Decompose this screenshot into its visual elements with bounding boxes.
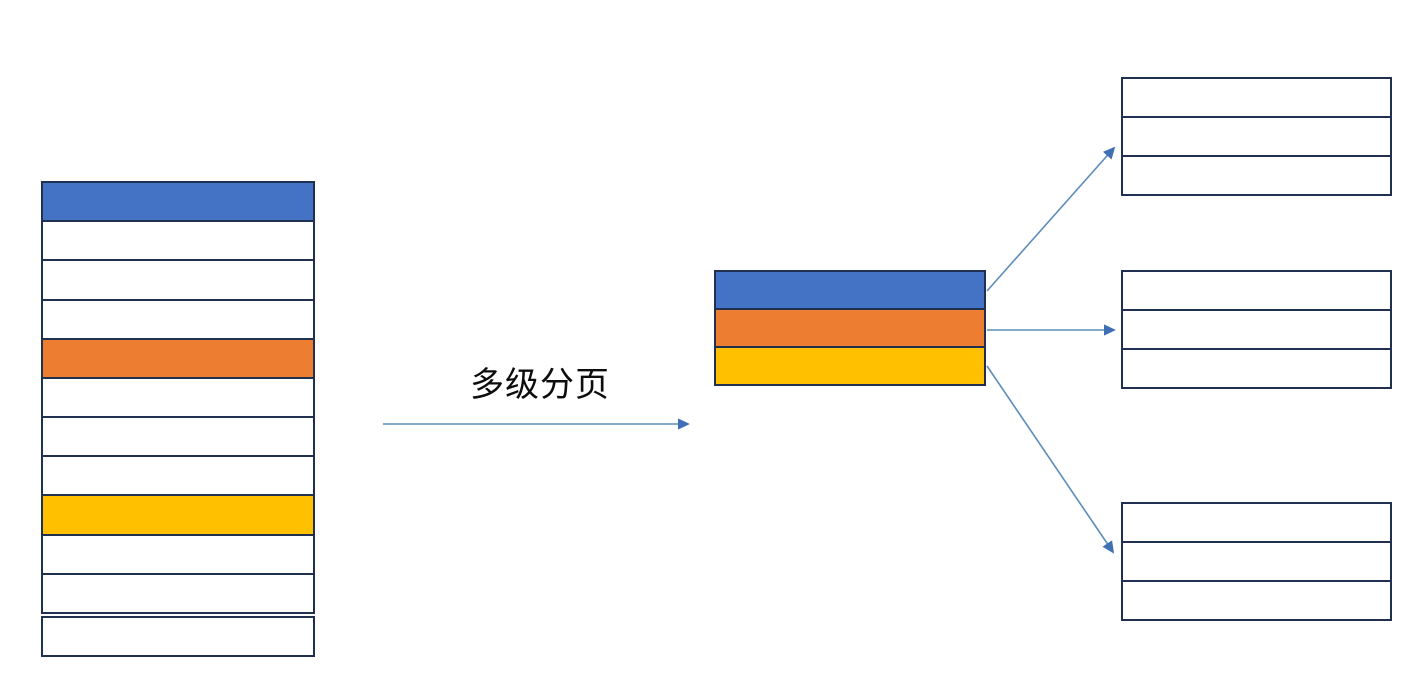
source-row-5[interactable] xyxy=(41,337,315,379)
branch-arrow-top xyxy=(986,146,1116,292)
leaf-page-3 xyxy=(1121,502,1392,621)
flat-page-list xyxy=(41,181,315,658)
branch-arrow-bottom xyxy=(986,365,1115,554)
source-row-9[interactable] xyxy=(41,494,315,536)
source-row-10[interactable] xyxy=(41,533,315,575)
leaf-page-1 xyxy=(1121,77,1392,196)
index-row-2[interactable] xyxy=(714,308,986,348)
source-row-7[interactable] xyxy=(41,416,315,458)
index-row-3[interactable] xyxy=(714,346,986,386)
index-page xyxy=(714,270,986,386)
leaf-1-row-2[interactable] xyxy=(1121,116,1392,157)
leaf-3-row-1[interactable] xyxy=(1121,502,1392,543)
leaf-3-row-2[interactable] xyxy=(1121,541,1392,582)
leaf-2-row-1[interactable] xyxy=(1121,270,1392,311)
source-row-8[interactable] xyxy=(41,455,315,497)
leaf-2-row-3[interactable] xyxy=(1121,348,1392,389)
source-row-11[interactable] xyxy=(41,572,315,614)
source-row-6[interactable] xyxy=(41,376,315,419)
leaf-1-row-1[interactable] xyxy=(1121,77,1392,118)
source-row-3[interactable] xyxy=(41,259,315,301)
leaf-3-row-3[interactable] xyxy=(1121,580,1392,621)
source-row-12[interactable] xyxy=(41,615,315,658)
index-row-1[interactable] xyxy=(714,270,986,310)
source-row-2[interactable] xyxy=(41,220,315,262)
source-row-4[interactable] xyxy=(41,298,315,340)
source-row-1[interactable] xyxy=(41,181,315,223)
leaf-page-2 xyxy=(1121,270,1392,389)
leaf-1-row-3[interactable] xyxy=(1121,155,1392,196)
leaf-2-row-2[interactable] xyxy=(1121,309,1392,350)
transform-label: 多级分页 xyxy=(470,365,610,405)
